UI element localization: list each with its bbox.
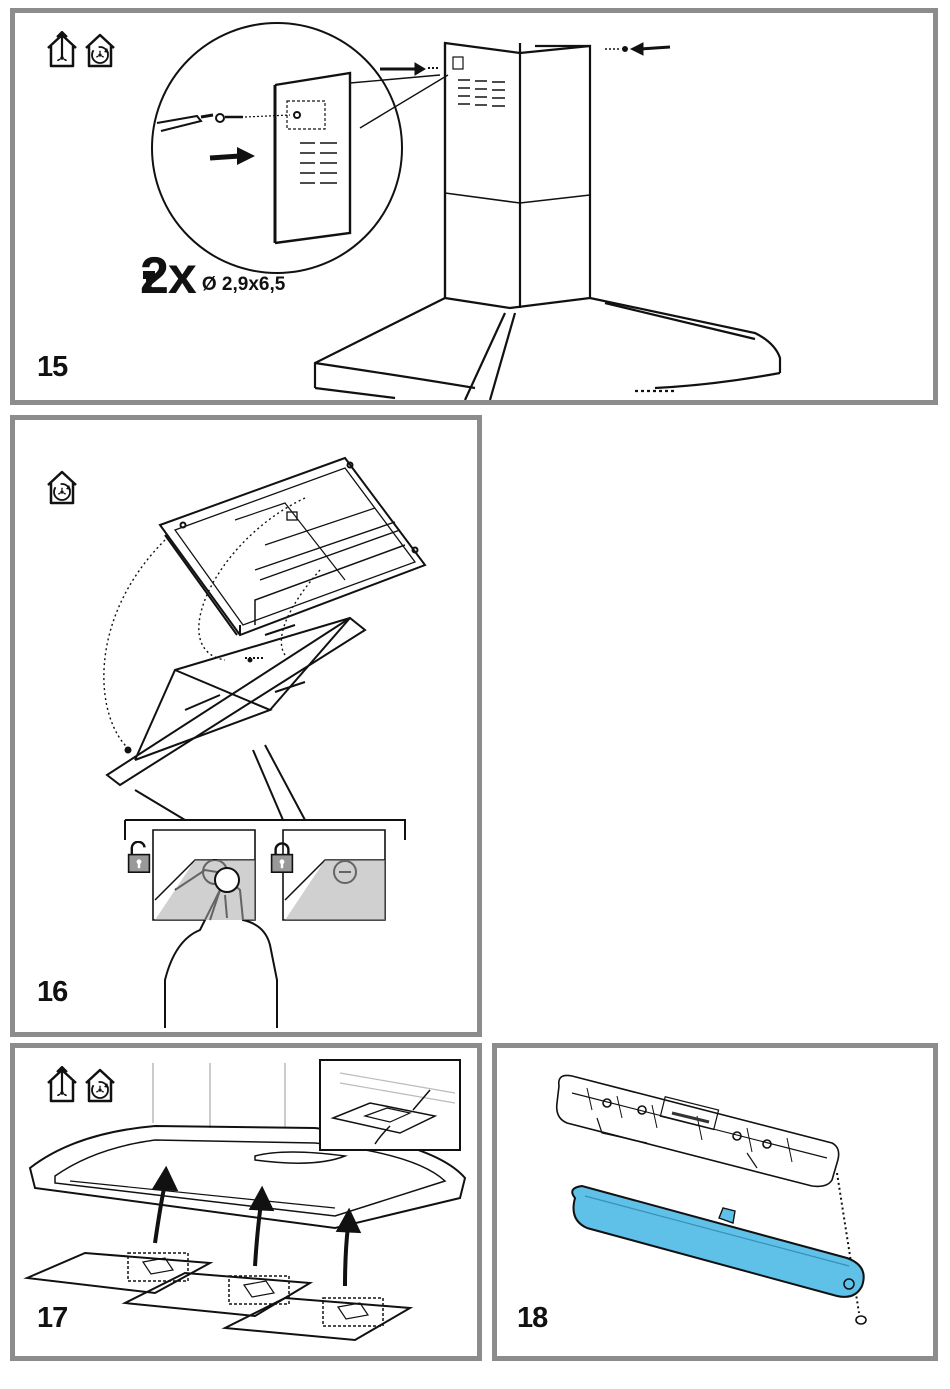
- screw-size: Ø 2,9x6,5: [202, 274, 285, 299]
- grease-filter-illustration: [15, 1048, 477, 1356]
- lamp-cover-illustration: [497, 1048, 933, 1356]
- step-number: 16: [37, 976, 67, 1009]
- filter-install-illustration: [15, 420, 477, 1032]
- unlocked-icon: [129, 842, 150, 872]
- step-18-panel: 18: [492, 1043, 938, 1361]
- lamp-cover: [572, 1186, 863, 1297]
- step-number: 15: [37, 351, 67, 384]
- step-17-panel: 17: [10, 1043, 482, 1361]
- step-number: 18: [517, 1302, 547, 1335]
- screw-spec: 2x Ø 2,9x6,5: [140, 253, 285, 299]
- step-number: 17: [37, 1302, 67, 1335]
- screw-quantity: 2x: [140, 253, 196, 299]
- step-15-panel: 2x Ø 2,9x6,5 15: [10, 8, 938, 405]
- chimney-hood-illustration: [15, 13, 933, 400]
- step-16-panel: 16: [10, 415, 482, 1037]
- locked-icon: [272, 843, 293, 872]
